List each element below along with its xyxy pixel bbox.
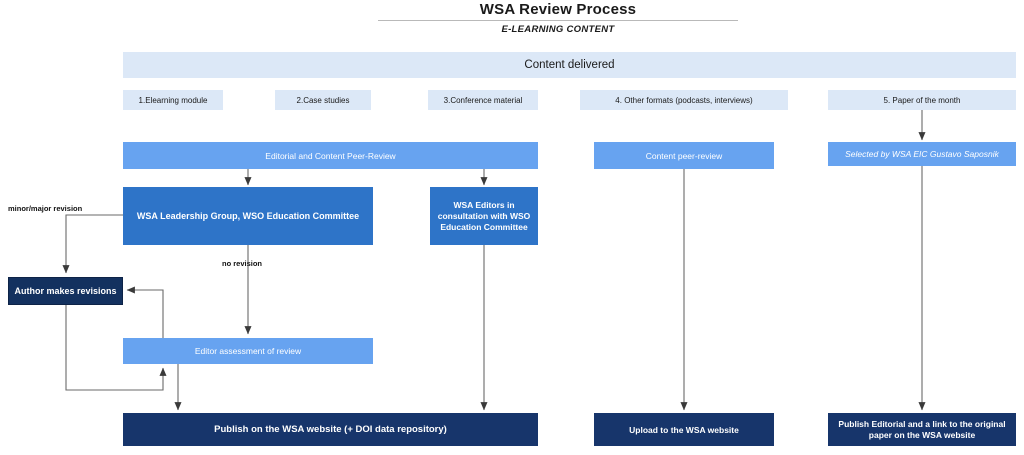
outcome-label: Publish Editorial and a link to the orig…: [838, 418, 1006, 440]
actor-label: WSA Leadership Group, WSO Education Comm…: [136, 211, 360, 221]
edge-label-minor-major-revision: minor/major revision: [8, 204, 83, 213]
outcome-publish-editorial-and-link[interactable]: Publish Editorial and a link to the orig…: [828, 413, 1016, 446]
category-chip-paper-of-the-month[interactable]: 5. Paper of the month: [828, 90, 1016, 110]
edge-label-no-revision: no revision: [222, 259, 263, 268]
stage-label: Selected by WSA EIC Gustavo Saposnik: [845, 149, 999, 159]
content-delivered-banner: Content delivered: [123, 52, 1016, 78]
category-label: 3.Conference material: [443, 95, 523, 105]
content-delivered-label: Content delivered: [524, 59, 615, 71]
actor-label: WSA Editors in consultation with WSO Edu…: [437, 199, 531, 232]
title-divider: [378, 20, 738, 21]
outcome-upload-to-wsa-website[interactable]: Upload to the WSA website: [594, 413, 774, 446]
outcome-label: Publish on the WSA website (+ DOI data r…: [214, 424, 447, 435]
actor-wsa-editors[interactable]: WSA Editors in consultation with WSO Edu…: [430, 187, 538, 245]
category-label: 4. Other formats (podcasts, interviews): [615, 95, 753, 105]
category-chip-case-studies[interactable]: 2.Case studies: [275, 90, 371, 110]
category-label: 5. Paper of the month: [883, 95, 961, 105]
stage-editorial-and-content-peer-review[interactable]: Editorial and Content Peer-Review: [123, 142, 538, 169]
category-chip-other-formats[interactable]: 4. Other formats (podcasts, interviews): [580, 90, 788, 110]
page-subtitle: E-LEARNING CONTENT: [501, 24, 615, 35]
actor-wsa-leadership-group[interactable]: WSA Leadership Group, WSO Education Comm…: [123, 187, 373, 245]
category-chip-conference-material[interactable]: 3.Conference material: [428, 90, 538, 110]
stage-label: Content peer-review: [645, 150, 723, 161]
stage-selected-by-eic[interactable]: Selected by WSA EIC Gustavo Saposnik: [828, 142, 1016, 166]
step-editor-assessment-of-review[interactable]: Editor assessment of review: [123, 338, 373, 364]
category-label: 1.Elearning module: [138, 95, 208, 105]
page-title: WSA Review Process: [479, 1, 637, 18]
outcome-publish-on-wsa-website[interactable]: Publish on the WSA website (+ DOI data r…: [123, 413, 538, 446]
stage-label: Editorial and Content Peer-Review: [265, 150, 396, 161]
step-label: Author makes revisions: [14, 286, 117, 296]
step-label: Editor assessment of review: [194, 346, 302, 356]
stage-content-peer-review[interactable]: Content peer-review: [594, 142, 774, 169]
outcome-label: Upload to the WSA website: [629, 424, 739, 435]
step-author-makes-revisions[interactable]: Author makes revisions: [8, 277, 123, 305]
category-label: 2.Case studies: [296, 95, 350, 105]
category-chip-elearning-module[interactable]: 1.Elearning module: [123, 90, 223, 110]
